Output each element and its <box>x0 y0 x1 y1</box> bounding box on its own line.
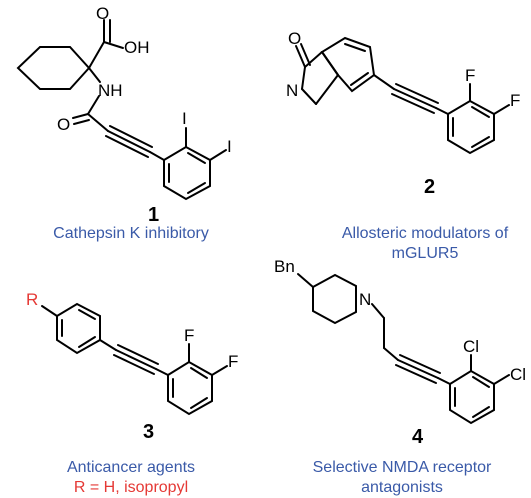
compound-2: O N F F 2 Allosteric modulators of mGLUR… <box>286 29 520 262</box>
compound-caption: Anticancer agents <box>67 459 195 476</box>
benzene-ring <box>163 145 211 201</box>
atom-label: Cl <box>510 365 526 384</box>
piperidine-ring <box>312 273 357 325</box>
r-group-definition: R = H, isopropyl <box>74 479 188 496</box>
compound-caption: Allosteric modulators of <box>342 225 509 242</box>
atom-label: F <box>228 352 238 371</box>
atom-label: N <box>286 81 298 100</box>
compound-number: 3 <box>143 421 154 443</box>
r-group-label: R <box>26 290 38 309</box>
compound-4: Bn N Cl Cl 4 Selective NMDA receptor ant… <box>274 257 526 496</box>
compound-1: O OH NH O I I 1 Cathepsin K inhibitory <box>16 4 232 242</box>
atom-label: F <box>510 91 520 110</box>
atom-label: F <box>465 66 475 85</box>
atom-label: O <box>57 115 70 134</box>
compound-number: 4 <box>412 426 424 448</box>
compound-caption: antagonists <box>361 479 443 496</box>
atom-label: N <box>359 290 371 309</box>
atom-label: F <box>184 326 194 345</box>
benzene-ring <box>56 302 101 355</box>
atom-label: O <box>288 29 301 48</box>
atom-label: O <box>96 4 109 23</box>
atom-label: NH <box>98 81 123 100</box>
cyclohexane-ring <box>16 46 91 90</box>
atom-label: OH <box>124 38 150 57</box>
atom-label: Cl <box>463 337 479 356</box>
benzene-ring <box>167 360 213 416</box>
compound-caption: mGLUR5 <box>392 245 459 262</box>
compound-number: 2 <box>424 176 435 198</box>
benzyl-label: Bn <box>274 257 295 276</box>
benzene-ring <box>447 99 495 155</box>
benzene-ring <box>320 36 376 93</box>
compound-caption: Selective NMDA receptor <box>313 459 492 476</box>
atom-label: I <box>182 109 187 128</box>
atom-label: I <box>227 137 232 156</box>
benzene-ring <box>449 369 495 425</box>
compound-3: R F F 3 Anticancer agents R = H, isoprop… <box>26 290 238 496</box>
compound-number: 1 <box>148 204 159 226</box>
compound-caption: Cathepsin K inhibitory <box>53 225 209 242</box>
